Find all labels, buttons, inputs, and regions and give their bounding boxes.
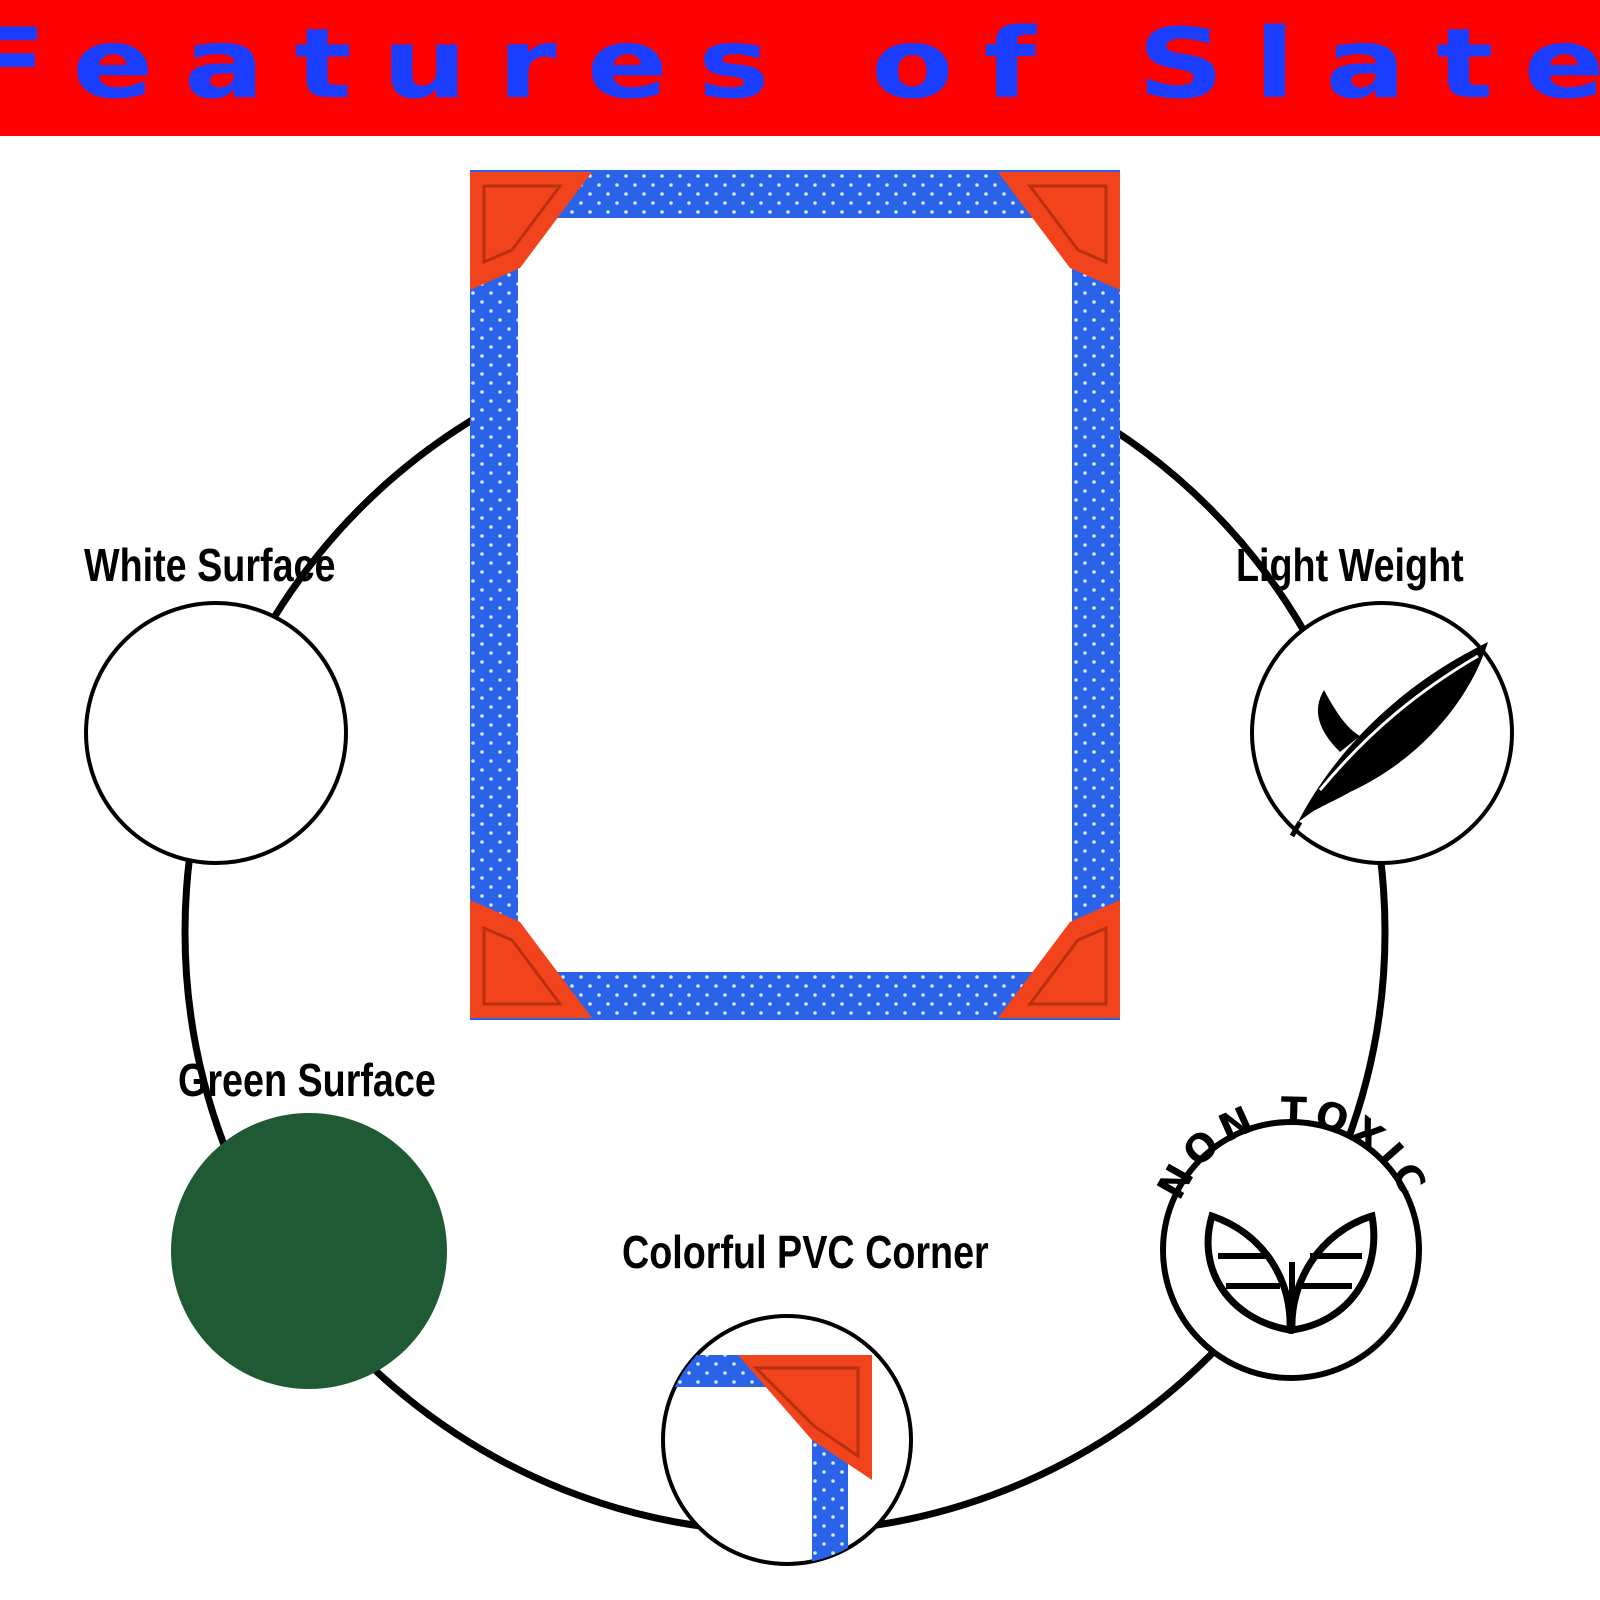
pvc-corner-top-left xyxy=(470,172,592,290)
leaf-icon xyxy=(1204,1211,1378,1335)
white-surface-swatch xyxy=(84,601,348,865)
slate-image xyxy=(470,170,1120,1020)
white-surface-label: White Surface xyxy=(84,539,336,591)
green-surface-label: Green Surface xyxy=(178,1054,436,1106)
title-banner: Features of Slate xyxy=(0,0,1600,136)
pvc-corner-top-right xyxy=(998,172,1120,290)
light-weight-label: Light Weight xyxy=(1236,539,1464,591)
pvc-corner-closeup xyxy=(663,1355,872,1564)
pvc-corner-badge xyxy=(661,1314,913,1566)
pvc-corner-bottom-right xyxy=(998,900,1120,1018)
colorful-pvc-corner-label: Colorful PVC Corner xyxy=(622,1226,989,1278)
feather-icon xyxy=(1289,642,1488,838)
pvc-corner-bottom-left xyxy=(470,900,592,1018)
page-title: Features of Slate xyxy=(0,8,1600,120)
non-toxic-badge xyxy=(1160,1119,1422,1381)
green-surface-swatch xyxy=(171,1113,447,1389)
